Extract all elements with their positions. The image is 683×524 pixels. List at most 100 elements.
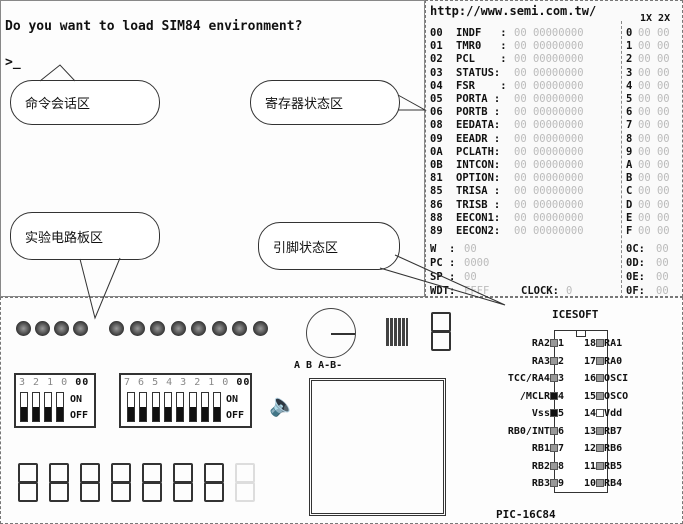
register-address: 03 <box>430 66 443 79</box>
callout-register-area: 寄存器状态区 <box>250 80 400 125</box>
register-name: EECON1: <box>456 211 501 224</box>
stack-index: D <box>626 198 633 211</box>
file-register-name: 0F: <box>626 285 645 297</box>
register-name: FSR : <box>456 79 507 92</box>
website-url: http://www.semi.com.tw/ <box>430 4 597 18</box>
single-seven-segment <box>431 312 453 352</box>
dip-toggle[interactable] <box>56 392 64 422</box>
register-address: 0A <box>430 145 443 158</box>
cpu-register-name: PC : <box>430 257 456 269</box>
register-address: 81 <box>430 172 443 185</box>
stack-value: 00 00 <box>638 132 670 145</box>
register-value: 00 00000000 <box>514 145 584 158</box>
stack-index: 2 <box>626 53 633 66</box>
register-value: 00 00000000 <box>514 225 584 237</box>
register-name: TMR0 : <box>456 40 507 53</box>
stack-index: F <box>626 225 633 237</box>
register-address: 08 <box>430 119 443 132</box>
dip-toggle[interactable] <box>139 392 148 422</box>
led-portb <box>211 321 227 336</box>
cpu-register-value: 00 <box>464 243 477 255</box>
seven-segment-digit <box>142 463 164 503</box>
register-name: OPTION: <box>456 172 501 185</box>
register-name: PORTA : <box>456 93 501 105</box>
register-name: TRISB : <box>456 198 501 211</box>
dip-toggle[interactable] <box>188 392 197 422</box>
register-value: 00 00000000 <box>514 106 584 119</box>
dip-toggle[interactable] <box>20 392 28 422</box>
stack-value: 00 00 <box>638 66 670 79</box>
register-address: 02 <box>430 53 443 66</box>
led-portb <box>109 321 124 336</box>
register-value: 00 00000000 <box>514 211 584 224</box>
dip-toggle[interactable] <box>163 392 172 422</box>
callout-pin-area: 引脚状态区 <box>258 222 400 270</box>
stack-value: 00 00 <box>638 53 670 66</box>
cpu-register-value: 00 <box>464 271 477 283</box>
register-value: 00 00000000 <box>514 132 584 145</box>
led-portb <box>191 321 206 336</box>
command-session-area[interactable]: Do you want to load SIM84 environment? >… <box>0 0 425 297</box>
speaker-icon: 🔈 <box>269 393 297 418</box>
dip-toggle[interactable] <box>200 392 209 422</box>
stack-value: 00 00 <box>638 225 670 237</box>
register-value: 00 00000000 <box>514 185 584 198</box>
stack-value: 00 00 <box>638 40 670 53</box>
stack-index: 9 <box>626 145 633 158</box>
clock-value: 0 <box>566 285 573 297</box>
stepper-motor-dial <box>306 308 356 358</box>
register-address: 06 <box>430 106 443 119</box>
file-register-name: 0C: <box>626 243 645 255</box>
file-register-value: 00 <box>656 285 669 297</box>
register-address: 05 <box>430 93 443 105</box>
callout-board-area: 实验电路板区 <box>10 212 160 260</box>
cpu-register-value: 0000 <box>464 257 490 269</box>
dip-toggle[interactable] <box>127 392 135 422</box>
stack-index: 0 <box>626 27 633 39</box>
register-address: 0B <box>430 159 443 171</box>
led-porta <box>35 321 50 336</box>
file-register-name: 0E: <box>626 271 645 283</box>
register-value: 00 00000000 <box>514 66 584 79</box>
stack-value: 00 00 <box>638 106 670 119</box>
dip-toggle[interactable] <box>44 392 52 422</box>
stack-index: 5 <box>626 93 633 105</box>
lcd-screen <box>309 378 446 516</box>
register-name: INDF : <box>456 27 507 39</box>
register-value: 00 00000000 <box>514 27 584 39</box>
register-address: 88 <box>430 211 443 224</box>
command-prompt: Do you want to load SIM84 environment? <box>5 19 303 34</box>
register-value: 00 00000000 <box>514 53 584 66</box>
dip-toggle[interactable] <box>176 392 185 422</box>
stack-index: 7 <box>626 119 633 132</box>
register-address: 09 <box>430 132 443 145</box>
dip-toggle[interactable] <box>32 392 40 422</box>
dot-matrix-display <box>386 318 408 346</box>
dip-toggle[interactable] <box>151 392 160 422</box>
register-name: EECON2: <box>456 225 501 237</box>
stack-index: C <box>626 185 633 198</box>
file-register-value: 00 <box>656 243 669 255</box>
command-cursor[interactable]: >_ <box>5 55 21 70</box>
register-name: TRISA : <box>456 185 501 198</box>
seven-segment-digit <box>111 463 133 503</box>
register-name: EEDATA: <box>456 119 501 132</box>
led-porta <box>54 321 69 336</box>
dip-toggle[interactable] <box>213 392 222 422</box>
led-portb <box>150 321 165 336</box>
led-portb <box>129 321 145 336</box>
register-name: INTCON: <box>456 159 501 171</box>
